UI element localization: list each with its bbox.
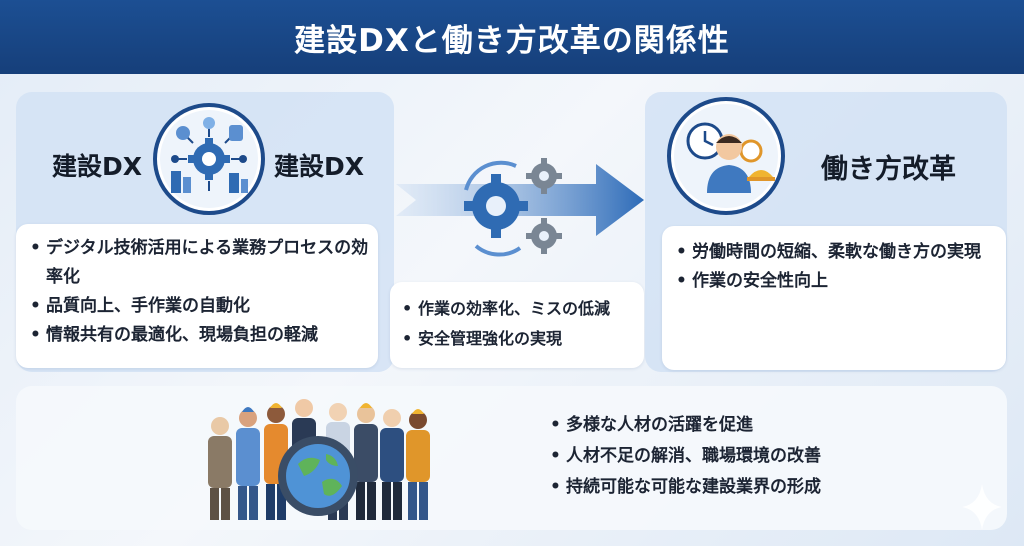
work-style-bullets-card: 労働時間の短縮、柔軟な働き方の実現 作業の安全性向上 xyxy=(662,226,1006,370)
middle-bullet: 作業の効率化、ミスの低減 xyxy=(400,294,638,324)
workforce-panel xyxy=(16,386,1007,530)
page-title: 建設DXと働き方改革の関係性 xyxy=(294,22,730,59)
worker-clock-icon xyxy=(667,97,785,215)
work-style-bullets: 労働時間の短縮、柔軟な働き方の実現 作業の安全性向上 xyxy=(662,226,1006,296)
work-style-bullet: 労働時間の短縮、柔軟な働き方の実現 xyxy=(674,238,1000,267)
dx-label-left: 建設DX xyxy=(52,152,143,181)
dx-label-right: 建設DX xyxy=(274,152,365,181)
title-banner: 建設DXと働き方改革の関係性 xyxy=(0,0,1024,74)
gears-arrow-icon xyxy=(396,150,646,260)
middle-bullets: 作業の効率化、ミスの低減 安全管理強化の実現 xyxy=(390,282,644,354)
diverse-workers-globe-icon xyxy=(186,394,446,524)
workforce-bullets: 多様な人材の活躍を促進 人材不足の解消、職場環境の改善 持続可能な可能な建設業界… xyxy=(548,410,821,503)
middle-bullets-card: 作業の効率化、ミスの低減 安全管理強化の実現 xyxy=(390,282,644,368)
workforce-bullet: 持続可能な可能な建設業界の形成 xyxy=(548,472,821,503)
dx-bullet: デジタル技術活用による業務プロセスの効率化 xyxy=(28,234,370,292)
workforce-bullet: 人材不足の解消、職場環境の改善 xyxy=(548,441,821,472)
sparkle-icon xyxy=(960,482,1004,532)
work-style-bullet: 作業の安全性向上 xyxy=(674,267,1000,296)
work-style-label: 働き方改革 xyxy=(821,154,956,185)
dx-bullet: 品質向上、手作業の自動化 xyxy=(28,292,370,321)
middle-bullet: 安全管理強化の実現 xyxy=(400,324,638,354)
dx-bullets-card: デジタル技術活用による業務プロセスの効率化 品質向上、手作業の自動化 情報共有の… xyxy=(16,224,378,368)
dx-bullet: 情報共有の最適化、現場負担の軽減 xyxy=(28,321,370,350)
digital-network-icon xyxy=(153,103,265,215)
dx-bullets: デジタル技術活用による業務プロセスの効率化 品質向上、手作業の自動化 情報共有の… xyxy=(16,224,378,350)
workforce-bullet: 多様な人材の活躍を促進 xyxy=(548,410,821,441)
